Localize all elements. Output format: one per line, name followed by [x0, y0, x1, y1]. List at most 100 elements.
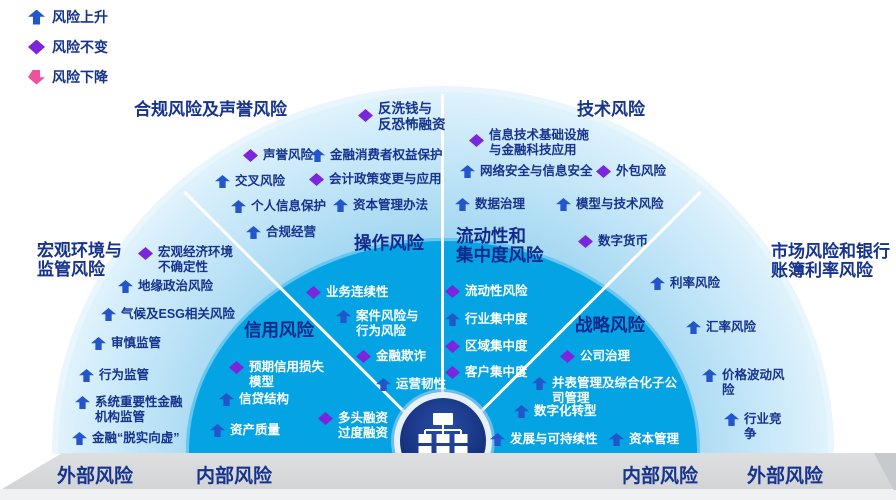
risk-item-label: 客户集中度	[465, 365, 528, 379]
risk-item: 声誉风险	[243, 148, 313, 163]
risk-item-label: 宏观经济环境 不确定性	[158, 245, 234, 274]
category-header: 市场风险和银行 账簿利率风险	[771, 242, 890, 280]
risk-item: 公司治理	[560, 349, 630, 364]
risk-item-label: 行为监管	[99, 368, 150, 382]
risk-up-icon	[455, 198, 470, 211]
risk-item: 外包风险	[596, 164, 666, 179]
risk-item-label: 业务连续性	[326, 285, 389, 299]
risk-item-label: 运营韧性	[396, 377, 447, 391]
risk-item: 资本管理办法	[333, 198, 428, 213]
risk-item-label: 系统重要性金融 机构监管	[95, 395, 183, 424]
risk-item-label: 价格波动风 险	[722, 368, 785, 397]
platform-label: 外部风险	[57, 466, 134, 487]
risk-item-label: 并表管理及综合化子公 司管理	[552, 376, 678, 405]
risk-up-icon	[215, 175, 230, 188]
risk-up-icon	[724, 413, 739, 426]
risk-up-icon	[460, 165, 475, 178]
risk-unchanged-icon	[309, 173, 324, 186]
risk-item: 信贷结构	[219, 392, 289, 407]
risk-item: 会计政策变更与应用	[309, 172, 442, 187]
risk-item: 预期信用损失 模型	[229, 360, 324, 389]
risk-up-icon	[686, 321, 701, 334]
risk-item: 个人信息保护	[231, 199, 326, 214]
risk-up-icon	[231, 200, 246, 213]
legend-label: 风险不变	[52, 39, 108, 55]
platform-front	[0, 489, 896, 500]
risk-item: 区域集中度	[445, 339, 528, 354]
risk-item: 信息技术基础设施 与金融科技应用	[469, 128, 589, 157]
risk-item: 客户集中度	[445, 365, 528, 380]
risk-item-label: 预期信用损失 模型	[249, 360, 325, 389]
risk-item-label: 资本管理办法	[353, 198, 429, 212]
category-header: 流动性和 集中度风险	[456, 226, 544, 266]
risk-item: 气候及ESG相关风险	[101, 307, 235, 322]
risk-unchanged-icon	[445, 285, 460, 298]
risk-item-label: 会计政策变更与应用	[329, 172, 442, 186]
risk-item-label: 资产质量	[230, 423, 281, 437]
risk-item-label: 声誉风险	[263, 148, 314, 162]
risk-up-icon	[376, 378, 391, 391]
risk-item: 行业集中度	[445, 312, 528, 327]
risk-up-icon	[445, 313, 460, 326]
risk-item: 业务连续性	[306, 285, 389, 300]
risk-unchanged-icon	[356, 350, 371, 363]
risk-unchanged-icon	[243, 149, 258, 162]
risk-unchanged-icon	[138, 247, 153, 260]
platform-label: 内部风险	[622, 466, 699, 487]
legend-label: 风险下降	[52, 69, 108, 85]
risk-item-label: 区域集中度	[465, 339, 528, 353]
risk-item: 资本管理	[609, 432, 679, 447]
risk-item: 地缘政治风险	[118, 279, 213, 294]
risk-up-icon	[75, 396, 90, 409]
risk-item-label: 金融欺诈	[376, 349, 427, 363]
legend: 风险上升风险不变风险下降	[28, 7, 108, 97]
risk-item: 系统重要性金融 机构监管	[75, 395, 183, 424]
risk-up-icon	[210, 424, 225, 437]
risk-item-label: 模型与技术风险	[576, 197, 664, 211]
risk-item: 价格波动风 险	[702, 368, 785, 397]
risk-item-label: 交叉风险	[235, 174, 286, 188]
risk-up-icon	[532, 377, 547, 390]
risk-item: 反洗钱与 反恐怖融资	[358, 101, 446, 132]
risk-up-icon	[101, 308, 116, 321]
legend-item: 风险上升	[28, 7, 108, 27]
category-header: 战略风险	[575, 315, 645, 335]
risk-unchanged-icon	[578, 235, 593, 248]
risk-up-icon	[310, 149, 325, 162]
risk-item-label: 信贷结构	[239, 392, 290, 406]
risk-item: 发展与可持续性	[490, 432, 598, 447]
risk-unchanged-icon	[229, 361, 244, 374]
risk-item: 资产质量	[210, 423, 280, 438]
risk-item-label: 数字货币	[598, 234, 649, 248]
risk-item: 数字化转型	[514, 404, 597, 419]
risk-up-icon	[91, 337, 106, 350]
risk-item-label: 行业集中度	[465, 312, 528, 326]
risk-up-icon	[118, 280, 133, 293]
risk-item-label: 数字化转型	[534, 404, 597, 418]
risk-up-icon	[336, 310, 351, 323]
category-header: 技术风险	[577, 100, 645, 119]
risk-item-label: 外包风险	[616, 164, 667, 178]
risk-item-label: 金融消费者权益保护	[330, 148, 443, 162]
risk-item: 合规经营	[246, 225, 316, 240]
risk-unchanged-icon	[358, 109, 373, 122]
risk-item-label: 地缘政治风险	[138, 279, 214, 293]
risk-item-label: 数据治理	[475, 197, 526, 211]
risk-item: 审慎监管	[91, 336, 161, 351]
risk-item-label: 公司治理	[580, 349, 631, 363]
risk-item-label: 合规经营	[266, 225, 317, 239]
org-chart-icon	[418, 413, 468, 454]
risk-item: 并表管理及综合化子公 司管理	[532, 376, 677, 405]
legend-item: 风险不变	[28, 37, 108, 57]
risk-up-icon	[490, 433, 505, 446]
risk-item: 汇率风险	[686, 320, 756, 335]
risk-item-label: 流动性风险	[465, 284, 528, 298]
fan-content: 合规风险及声誉风险技术风险宏观环境与 监管风险市场风险和银行 账簿利率风险信用风…	[37, 86, 890, 454]
risk-down-icon	[28, 69, 45, 85]
risk-item-label: 利率风险	[670, 276, 721, 290]
risk-item: 多头融资 过度融资	[318, 411, 388, 440]
risk-item-label: 网络安全与信息安全	[480, 164, 593, 178]
risk-item: 金融“脱实向虚”	[72, 431, 180, 446]
risk-unchanged-icon	[445, 340, 460, 353]
